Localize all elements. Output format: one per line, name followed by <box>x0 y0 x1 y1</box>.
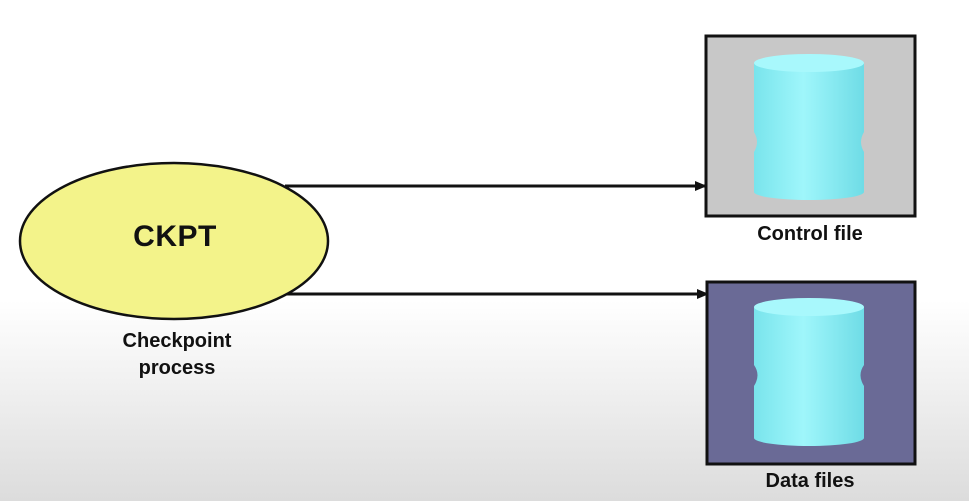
ckpt-ellipse <box>18 161 330 321</box>
checkpoint-process-caption: Checkpoint process <box>77 328 277 382</box>
control-file-panel <box>704 34 917 218</box>
ckpt-label: CKPT <box>133 220 217 253</box>
control-file-cylinder-icon <box>754 54 864 200</box>
control-file-caption: Control file <box>757 223 863 245</box>
data-files-panel <box>705 280 917 466</box>
data-files-cylinder-icon <box>754 298 864 446</box>
process-caption-line2: process <box>138 357 216 379</box>
process-caption-line1: Checkpoint <box>122 330 232 352</box>
data-files-caption: Data files <box>765 470 855 492</box>
